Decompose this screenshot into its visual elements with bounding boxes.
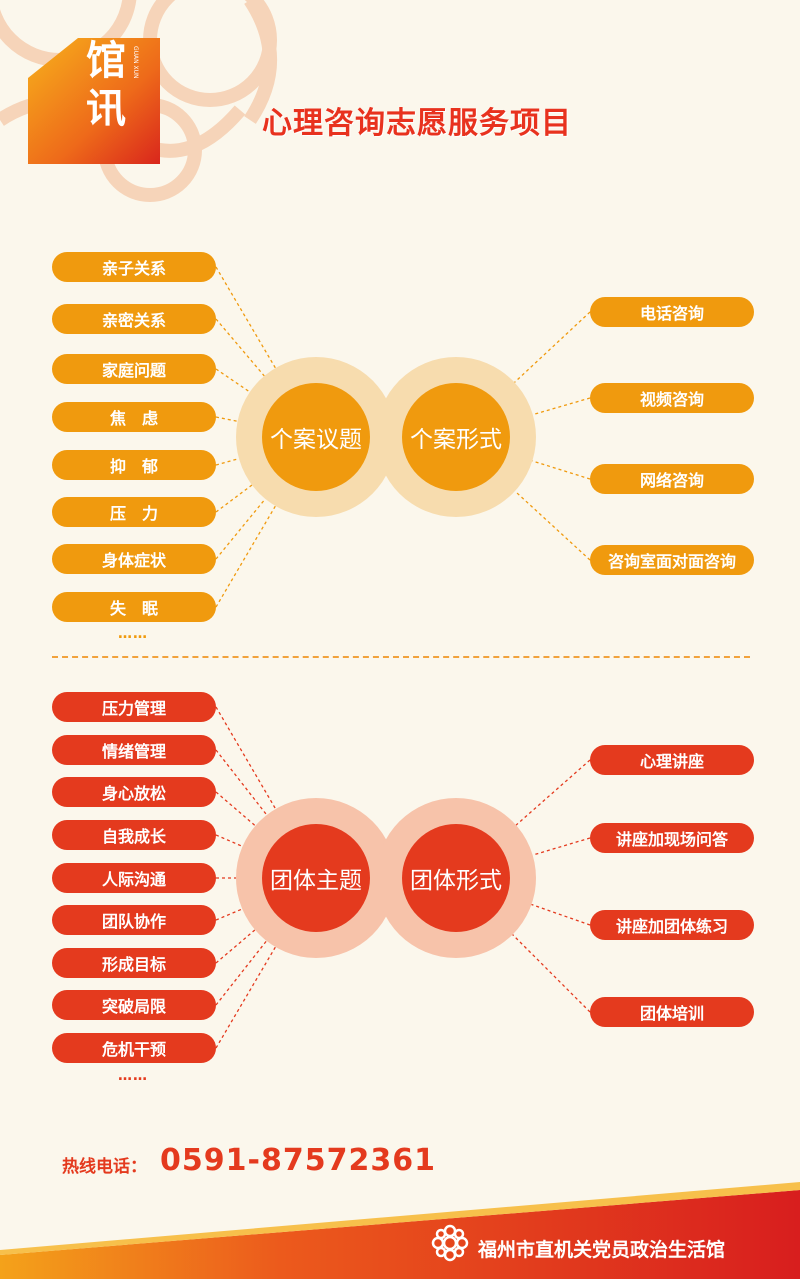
connector-line [215,484,253,513]
individual-topic-item: 焦 虑 [52,402,216,432]
connector-line [215,706,277,810]
group-topic-item: 危机干预 [52,1033,216,1063]
connector-line [215,834,243,847]
group-topic-item: 自我成长 [52,820,216,850]
individual-topic-item: 家庭问题 [52,354,216,384]
individual-form-item: 网络咨询 [590,464,754,494]
group-form-item: 讲座加团体练习 [590,910,754,940]
group-topic-item: 人际沟通 [52,863,216,893]
badge-small-text: GUAN XUN [132,46,139,79]
individual-form-item: 电话咨询 [590,297,754,327]
connector-line [215,266,276,369]
individual-forms-circle: 个案形式 [402,383,510,491]
footer-banner [0,1182,800,1279]
connector-line [215,498,266,560]
page-title: 心理咨询志愿服务项目 [262,106,572,141]
group-topic-item: 压力管理 [52,692,216,722]
individual-topics-circle: 个案议题 [262,383,370,491]
connector-line [215,929,256,964]
group-topics-more: …… [118,1068,148,1084]
group-topic-item: 形成目标 [52,948,216,978]
connector-line [215,318,265,377]
org-name: 福州市直机关党员政治生活馆 [478,1239,726,1261]
group-form-item: 讲座加现场问答 [590,823,754,853]
section-divider [52,656,750,658]
individual-topic-item: 亲密关系 [52,304,216,334]
connector-line [215,791,256,827]
hotline-phone[interactable]: 0591-87572361 [160,1143,436,1178]
group-form-item: 心理讲座 [590,745,754,775]
connector-line [531,903,591,926]
connector-line [532,837,591,856]
group-topic-item: 情绪管理 [52,735,216,765]
group-topic-item: 身心放松 [52,777,216,807]
group-form-item: 团体培训 [590,997,754,1027]
group-forms-circle: 团体形式 [402,824,510,932]
connector-line [515,759,591,826]
individual-topics-more: …… [118,626,148,642]
group-topic-item: 突破局限 [52,990,216,1020]
individual-topic-item: 身体症状 [52,544,216,574]
connector-line [215,940,268,1006]
connector-line [215,749,268,816]
connector-line [215,505,276,608]
badge-char-2: 讯 [86,85,126,132]
badge-char-1: 馆 [86,37,126,84]
org-logo-icon [431,1224,469,1262]
connector-line [215,416,238,422]
group-topics-circle: 团体主题 [262,824,370,932]
individual-form-item: 视频咨询 [590,383,754,413]
connector-line [514,311,591,383]
connector-line [215,457,240,466]
badge-logo: 馆 讯 GUAN XUN [28,38,160,164]
connector-line [532,460,591,480]
group-topic-item: 团队协作 [52,905,216,935]
connector-line [215,368,251,393]
connector-line [532,397,591,416]
hotline-label: 热线电话： [62,1157,147,1177]
individual-topic-item: 失 眠 [52,592,216,622]
individual-topic-item: 压 力 [52,497,216,527]
individual-topic-item: 抑 郁 [52,450,216,480]
individual-form-item: 咨询室面对面咨询 [590,545,754,575]
connector-line [215,946,276,1049]
connector-line [512,934,591,1013]
connector-line [514,490,591,561]
connector-line [215,908,243,921]
individual-topic-item: 亲子关系 [52,252,216,282]
